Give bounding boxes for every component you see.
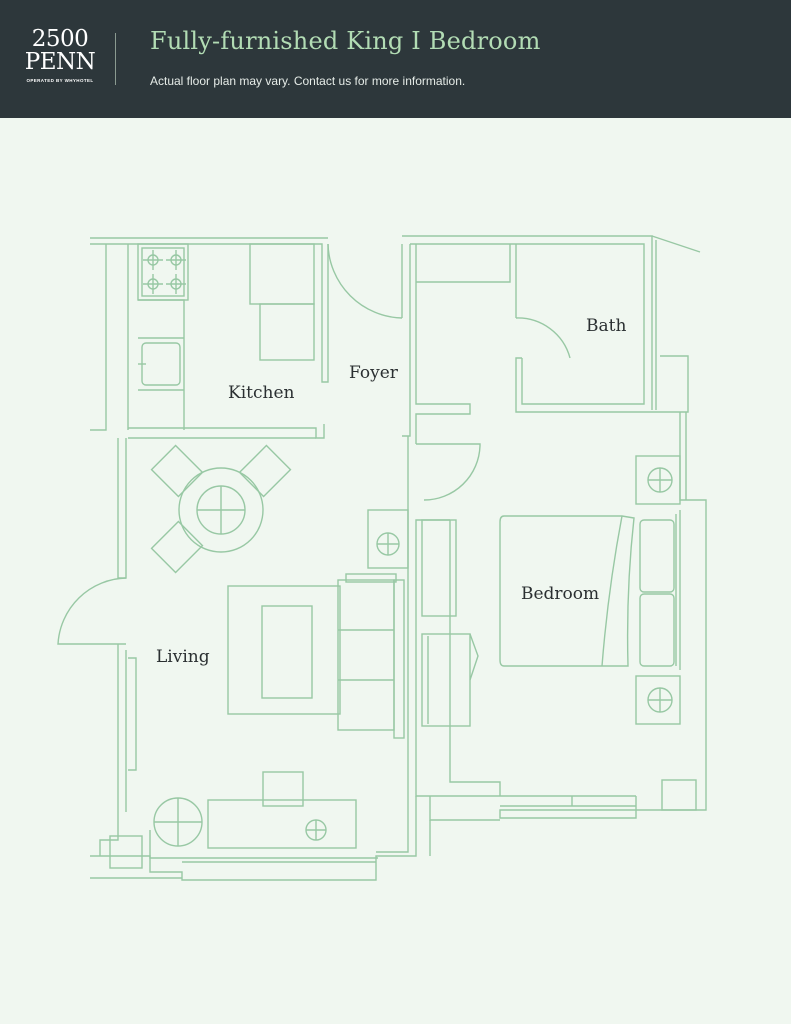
plan-linework bbox=[57, 235, 707, 881]
logo-line-2: PENN bbox=[24, 49, 96, 75]
living-walls bbox=[57, 438, 500, 881]
floor-plan: Kitchen Foyer Bath Bedroom Living bbox=[0, 118, 791, 1024]
logo-tagline: OPERATED BY WHYHOTEL bbox=[26, 78, 94, 83]
dresser bbox=[421, 519, 479, 727]
hall-door bbox=[407, 436, 481, 796]
page-subtitle: Actual floor plan may vary. Contact us f… bbox=[150, 74, 466, 88]
stove bbox=[137, 243, 189, 301]
entry-door bbox=[327, 243, 403, 319]
room-label-living: Living bbox=[156, 647, 210, 667]
brand-logo: 2500 PENN OPERATED BY WHYHOTEL bbox=[24, 26, 96, 84]
side-table bbox=[367, 509, 409, 569]
kitchen-counter bbox=[138, 243, 315, 430]
bedroom-walls bbox=[415, 412, 707, 819]
bath-walls bbox=[402, 235, 701, 444]
floor-plan-drawing: Kitchen Foyer Bath Bedroom Living bbox=[57, 235, 707, 881]
page-header: 2500 PENN OPERATED BY WHYHOTEL Fully-fur… bbox=[0, 0, 791, 118]
header-divider bbox=[115, 33, 116, 85]
room-label-bedroom: Bedroom bbox=[521, 584, 599, 604]
kitchen-walls bbox=[90, 237, 329, 439]
logo-line-1: 2500 bbox=[31, 26, 89, 52]
room-label-kitchen: Kitchen bbox=[228, 383, 294, 403]
room-label-foyer: Foyer bbox=[349, 363, 399, 383]
desk bbox=[109, 771, 357, 869]
page-title: Fully-furnished King I Bedroom bbox=[150, 27, 541, 55]
king-bed bbox=[499, 510, 681, 670]
sofa-coffee-table bbox=[227, 573, 405, 739]
nightstands bbox=[635, 455, 697, 811]
room-label-bath: Bath bbox=[586, 316, 626, 336]
dining-set bbox=[150, 444, 292, 574]
